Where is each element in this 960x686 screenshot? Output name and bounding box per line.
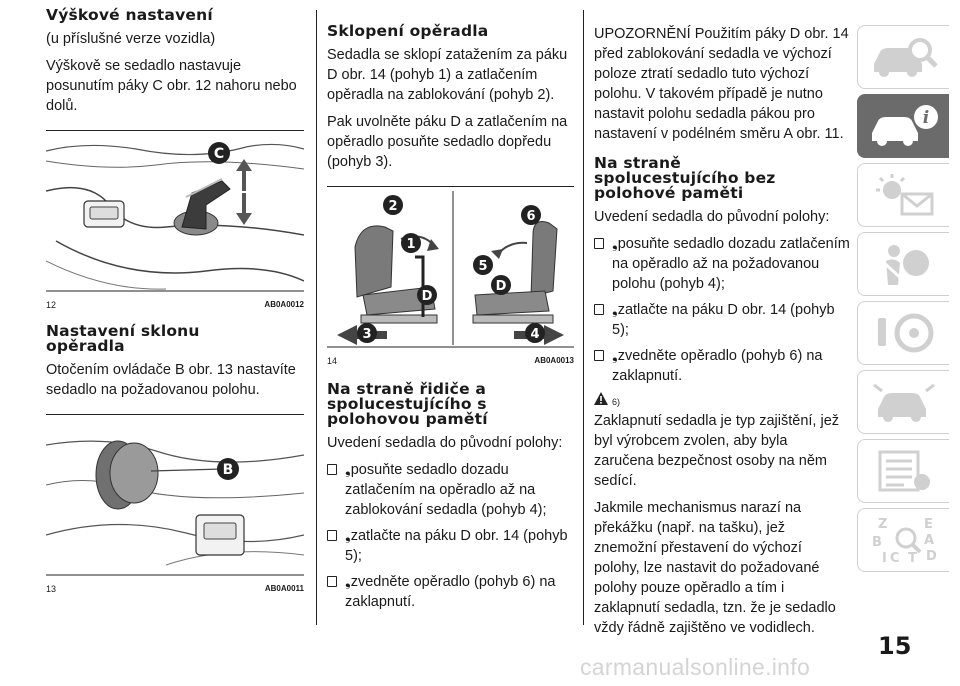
list-item: zvedněte opěradlo (pohyb 6) na zaklapnut… [327,572,574,612]
label-3: 3 [362,327,371,342]
figure-number: 13 [46,584,57,594]
airbag-safety-icon [880,245,929,285]
paragraph: Uvedení sedadla do původní polohy: [594,209,830,225]
info-glyph: i [922,108,928,128]
label-b: B [223,462,234,478]
seat-height-lever-illustration: C [45,131,305,293]
bullet-list: posuňte sedadlo dozadu zatlačením na opě… [327,460,574,612]
label-d: D [422,289,433,304]
alphabetical-index-icon: Z E B A I C T D [872,517,937,566]
checkbox-bullet-icon [327,576,337,587]
figure-number: 12 [46,300,57,310]
svg-text:I: I [882,551,887,566]
seat-folding-illustration: 2 1 D 3 6 5 D 4 [327,187,574,349]
checkbox-bullet-icon [594,350,604,361]
warning-note: 6) [594,392,850,407]
label-6: 6 [526,209,535,224]
tab-car-search[interactable] [857,25,949,89]
column-divider [583,10,584,625]
heading-backrest-tilt: Nastavení sklonu opěradla [46,322,200,355]
heading-height-adjustment: Výškové nastavení [46,6,213,24]
svg-text:A: A [924,533,934,548]
bullet-list: posuňte sedadlo dozadu zatlačením na opě… [594,234,850,386]
figure-13: B 13 AB0A0011 [45,414,305,594]
svg-text:D: D [926,549,937,564]
warning-triangle-icon [594,392,608,405]
heading-driver-side-memory: Na straně řidiče a spolucestujícího s po… [327,380,488,428]
svg-text:E: E [924,517,933,532]
list-item: zatlačte na páku D obr. 14 (pohyb 5); [327,526,574,566]
page-number: 15 [878,632,912,660]
paragraph: Uvedení sedadla do původní polohy: [327,435,563,451]
car-info-icon: i [871,105,938,146]
paragraph: Sedadla se sklopí zatažením za páku D ob… [327,47,568,103]
paragraph: Otočením ovládače B obr. 13 nastavíte se… [46,362,296,398]
label-c: C [214,146,224,162]
svg-text:Z: Z [878,517,887,532]
figure-code: AB0A0011 [264,584,304,593]
note-reference: 6) [612,397,621,407]
checkbox-bullet-icon [327,530,337,541]
label-5: 5 [478,259,487,274]
figure-caption: 14 AB0A0013 [327,356,574,366]
heading-passenger-no-memory: Na straně spolucestujícího bez polohové … [594,154,776,202]
tab-airbag-safety[interactable] [857,232,949,296]
figure-caption: 12 AB0A0012 [46,300,304,310]
list-item: posuňte sedadlo dozadu zatlačením na opě… [327,460,574,520]
tab-car-info[interactable]: i [857,94,949,158]
figure-12: C 12 AB0A0012 [45,130,305,310]
figure-number: 14 [327,356,338,366]
figure-code: AB0A0012 [264,300,304,309]
paragraph-warning: UPOZORNĚNÍ Použitím páky D obr. 14 před … [594,26,849,142]
label-2: 2 [388,199,397,214]
tab-steering-wheel[interactable] [857,301,949,365]
backrest-knob-illustration: B [45,415,305,577]
checkbox-bullet-icon [594,238,604,249]
tab-car-emergency[interactable] [857,370,949,434]
label-d: D [496,279,507,294]
paragraph: Jakmile mechanismus narazí na překážku (… [594,500,836,636]
warning-lights-icon [875,174,933,216]
list-item: zvedněte opěradlo (pohyb 6) na zaklapnut… [594,346,850,386]
svg-text:B: B [872,535,882,550]
column-3: UPOZORNĚNÍ Použitím páky D obr. 14 před … [594,24,850,645]
figure-14: 2 1 D 3 6 5 D 4 14 AB0A0013 [327,186,574,366]
maintenance-list-icon [878,450,930,492]
svg-text:T: T [908,551,917,566]
paragraph: (u příslušné verze vozidla) [46,31,216,47]
column-1: Výškové nastavení (u příslušné verze voz… [45,6,305,594]
watermark: carmanualsonline.info [580,654,811,680]
tab-alphabetical-index[interactable]: Z E B A I C T D [857,508,949,572]
column-divider [316,10,317,625]
paragraph: Pak uvolněte páku D a zatlačením na opěr… [327,114,568,170]
car-search-icon [873,38,938,77]
car-emergency-icon [872,383,935,422]
label-4: 4 [530,327,539,342]
tab-maintenance-list[interactable] [857,439,949,503]
heading-backrest-folding: Sklopení opěradla [327,22,489,40]
checkbox-bullet-icon [327,464,337,475]
checkbox-bullet-icon [594,304,604,315]
tab-warning-lights[interactable] [857,163,949,227]
label-1: 1 [406,237,415,252]
list-item: zatlačte na páku D obr. 14 (pohyb 5); [594,300,850,340]
paragraph: Zaklapnutí sedadla je typ zajištění, jež… [594,413,840,489]
figure-code: AB0A0013 [534,356,574,365]
paragraph: Výškově se sedadlo nastavuje posunutím p… [46,58,297,114]
figure-caption: 13 AB0A0011 [46,584,304,594]
steering-wheel-icon [877,313,933,353]
column-2: Sklopení opěradla Sedadla se sklopí zata… [327,22,574,618]
list-item: posuňte sedadlo dozadu zatlačením na opě… [594,234,850,294]
svg-text:C: C [890,551,900,566]
chapter-sidebar: i [857,25,949,577]
